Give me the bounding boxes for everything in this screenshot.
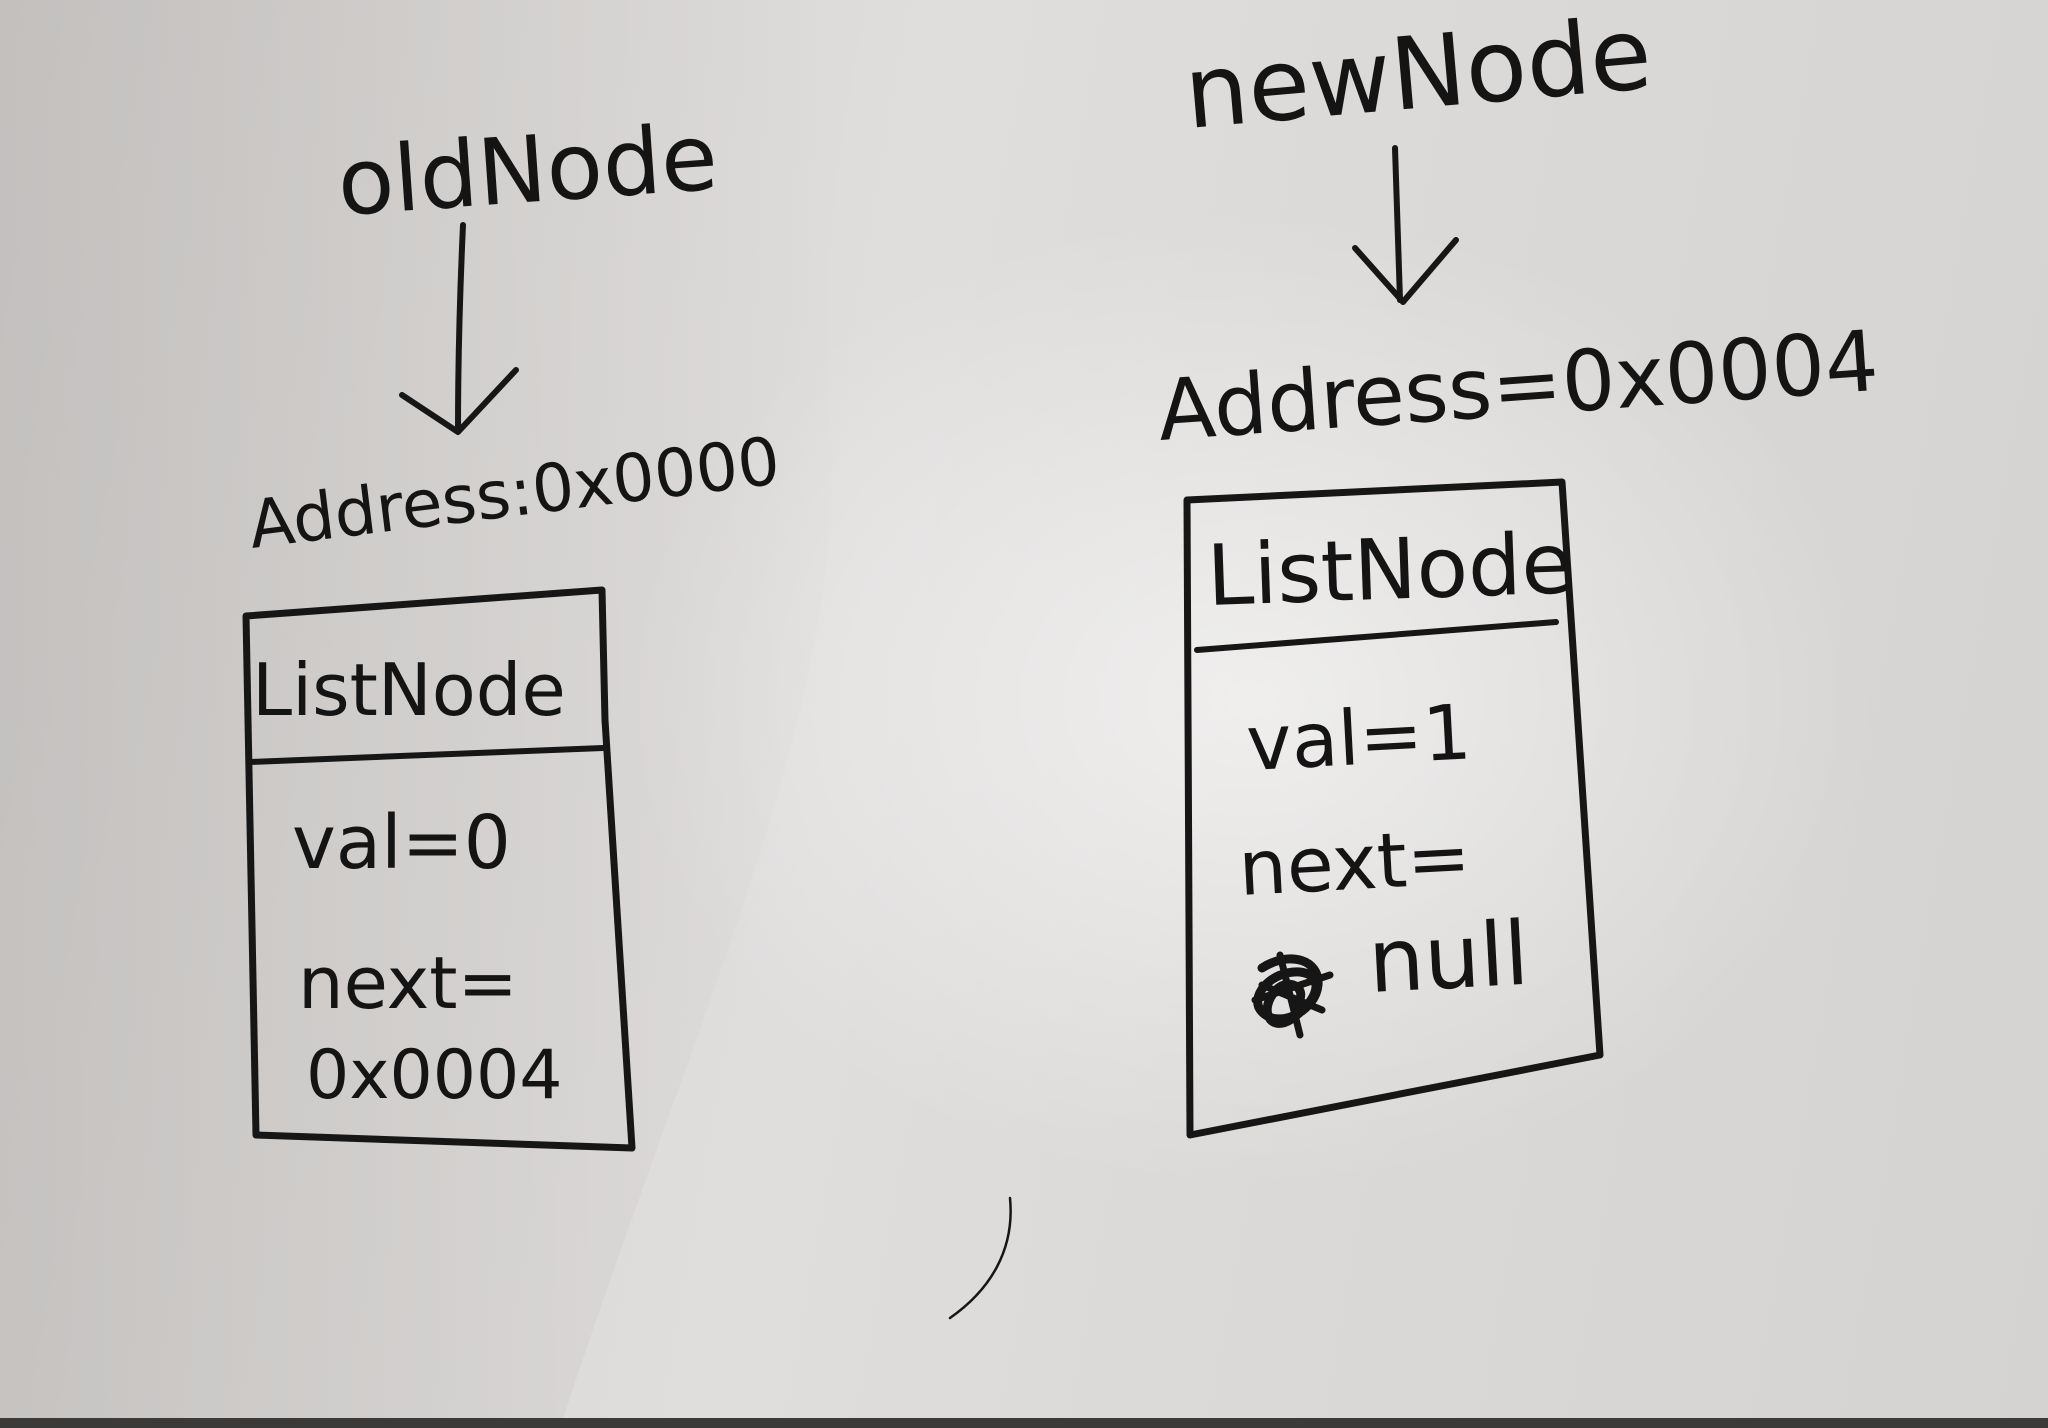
old-node-box (242, 586, 636, 1152)
old-node-address: Address:0x0000 (245, 422, 784, 564)
stray-pen-mark (948, 1196, 1012, 1320)
scribbled-out-mark (1251, 951, 1334, 1039)
old-node-next-label: next= (298, 941, 518, 1025)
old-node-class-name: ListNode (252, 648, 566, 732)
new-node-val: val=1 (1244, 687, 1473, 788)
new-node-group: newNode Address=0x0004 ListNode val=1 ne… (1155, 0, 1882, 1139)
new-node-address: Address=0x0004 (1155, 312, 1882, 460)
old-node-group: oldNode Address:0x0000 ListNode val=0 ne… (242, 104, 784, 1152)
new-node-class-name: ListNode (1205, 514, 1574, 625)
new-node-next-value: null (1366, 902, 1532, 1013)
old-node-pointer-arrow (399, 222, 519, 435)
new-node-pointer-label: newNode (1180, 0, 1656, 152)
old-node-next-value: 0x0004 (306, 1036, 563, 1115)
old-node-val: val=0 (292, 800, 511, 886)
new-node-next-label: next= (1236, 812, 1472, 913)
old-node-pointer-label: oldNode (334, 104, 721, 237)
table-edge (0, 1418, 2048, 1428)
new-node-box (1183, 478, 1604, 1139)
new-node-pointer-arrow (1352, 145, 1459, 305)
